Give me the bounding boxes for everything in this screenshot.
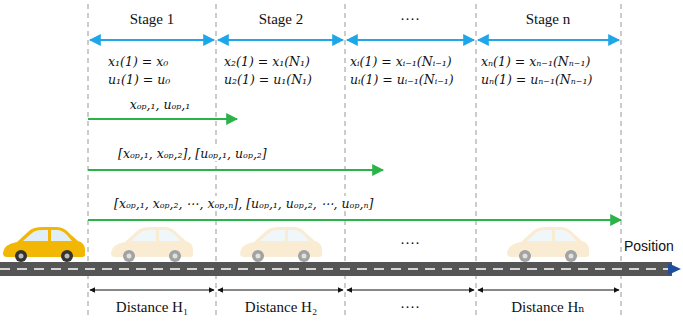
stage-title: Stage n xyxy=(524,10,573,28)
position-arrowhead xyxy=(668,263,681,275)
state-init: xₙ(1) = xₙ₋₁(Nₙ₋₁) xyxy=(479,54,592,69)
distance-label: Distance Hₙ xyxy=(509,298,587,316)
ghost-car xyxy=(111,227,589,262)
road xyxy=(0,262,672,276)
input-init: uₙ(1) = uₙ₋₁(Nₙ₋₁) xyxy=(479,72,594,87)
state-init: x₂(1) = x₁(N₁) xyxy=(222,54,312,69)
stage-title: Stage 1 xyxy=(128,10,177,28)
stage-title: Stage 2 xyxy=(257,10,306,28)
optimal-solution: xₒₚ,₁, uₒₚ,₁ xyxy=(128,97,193,112)
input-init: u₁(1) = u₀ xyxy=(106,72,172,87)
ellipsis: ···· xyxy=(398,234,422,252)
state-init: x₁(1) = x₀ xyxy=(106,54,170,69)
ellipsis: ···· xyxy=(398,298,422,316)
ellipsis: ···· xyxy=(398,10,422,28)
horizon-arrow xyxy=(88,119,621,220)
optimal-solution: [xₒₚ,₁, xₒₚ,₂, ⋯, xₒₚ,ₙ], [uₒₚ,₁, uₒₚ,₂,… xyxy=(112,196,375,211)
axis-label: Position xyxy=(622,238,676,255)
distance-label: Distance H₂ xyxy=(243,298,319,316)
car xyxy=(3,227,85,262)
lane-marking xyxy=(0,268,668,270)
optimal-solution: [xₒₚ,₁, xₒₚ,₂], [uₒₚ,₁, uₒₚ,₂] xyxy=(116,146,269,161)
distance-arrow xyxy=(90,290,619,291)
distance-label: Distance H₁ xyxy=(114,298,190,316)
state-init: xᵢ(1) = xᵢ₋₁(Nᵢ₋₁) xyxy=(348,54,454,69)
input-init: u₂(1) = u₁(N₁) xyxy=(222,72,314,87)
input-init: uᵢ(1) = uᵢ₋₁(Nᵢ₋₁) xyxy=(348,72,456,87)
stage-span-arrow xyxy=(90,39,619,41)
